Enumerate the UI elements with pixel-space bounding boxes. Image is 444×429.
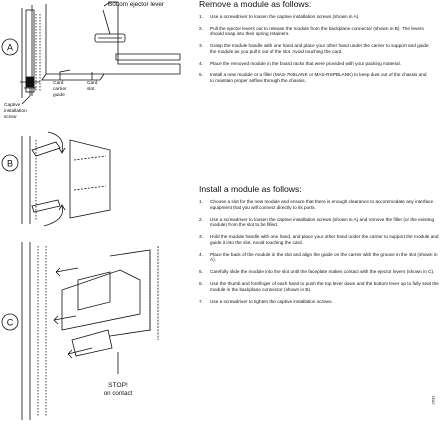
module-installation-figure: A Bottom ejector lever Card carrier guid… — [1, 1, 181, 420]
bottom-lever-arrowhead — [58, 204, 66, 211]
insert-arrow-top — [55, 267, 79, 277]
card-c — [109, 249, 151, 337]
lever-leader — [102, 9, 111, 35]
callout-captive-installation-screw: Captive installation screw — [4, 102, 28, 120]
bottom-ejector-lever-b — [31, 199, 61, 213]
chassis-edge-c — [21, 242, 31, 420]
panel-a-label: A — [7, 43, 13, 53]
remove-step: 3.Grasp the module handle with one hand … — [199, 43, 429, 54]
remove-step: 4.Place the removed module in the board … — [199, 60, 401, 66]
remove-step: 1.Use a screwdriver to loosen the captiv… — [199, 14, 360, 19]
top-ejector-lever — [31, 141, 61, 157]
rails-c — [37, 246, 47, 416]
panel-c-badge — [1, 313, 19, 331]
insert-arrow-mid — [53, 315, 77, 325]
panel-b: B — [1, 131, 111, 227]
card-edge — [115, 53, 181, 61]
install-steps: 1.Choose a slot for the new module and e… — [199, 199, 439, 311]
captive-screw-thread — [20, 81, 40, 96]
insert-arrow-bottom — [67, 347, 93, 359]
figure-id: 2632 — [430, 395, 436, 405]
card-slot-rails — [35, 14, 41, 92]
install-step: 2.Use a screwdriver to loosen the captiv… — [199, 216, 435, 228]
screw-leader — [21, 95, 31, 105]
install-step: 4.Place the back of the module in the sl… — [199, 251, 438, 263]
callout-card-carrier-guide: Card carrier guide — [53, 80, 68, 98]
callout-card-slot: Card slot — [87, 80, 99, 92]
panel-c: C STOP! on contact — [1, 242, 159, 420]
top-lever-arrowhead — [58, 147, 66, 154]
module-carrier — [45, 4, 181, 75]
chassis-edge-b — [21, 136, 31, 224]
panel-a: A Bottom ejector lever Card carrier guid… — [1, 1, 181, 120]
bottom-lever-arrow — [43, 205, 63, 227]
panel-a-badge — [1, 38, 19, 56]
module-body-c — [61, 269, 141, 331]
remove-step: 5.Install a new module or a filler (MAS-… — [199, 72, 427, 83]
top-lever-arrow — [47, 131, 64, 153]
install-step: 6.Use the thumb and forefinger of each h… — [199, 281, 439, 292]
remove-step: 2.Pull the ejector levers out to release… — [199, 25, 424, 37]
install-step: 1.Choose a slot for the new module and e… — [199, 199, 434, 210]
remove-heading: Remove a module as follows: — [199, 0, 312, 9]
install-step: 5.Carefully slide the module into the sl… — [199, 269, 435, 275]
panel-b-badge — [1, 154, 19, 172]
carrier-top — [103, 1, 118, 7]
carrier-base — [41, 73, 105, 81]
panel-b-label: B — [7, 159, 13, 169]
install-step: 3.Hold the module handle with one hand, … — [199, 234, 439, 245]
callout-stop: STOP! — [108, 382, 128, 389]
remove-steps: 1.Use a screwdriver to loosen the captiv… — [199, 14, 431, 90]
callout-bottom-ejector-lever: Bottom ejector lever — [108, 1, 164, 8]
install-step: 7.Use a screwdriver to tighten the capti… — [199, 298, 333, 304]
faceplate-detail — [73, 155, 107, 191]
card-ridge-c — [149, 246, 159, 340]
card-carrier-guide-leader — [59, 69, 71, 80]
bottom-lever-c — [71, 329, 113, 357]
install-heading: Install a module as follows: — [199, 184, 302, 194]
panel-c-label: C — [7, 318, 14, 328]
module-faceplate — [69, 139, 111, 219]
callout-on-contact: on contact — [104, 390, 133, 397]
module-handle-c — [77, 271, 111, 311]
